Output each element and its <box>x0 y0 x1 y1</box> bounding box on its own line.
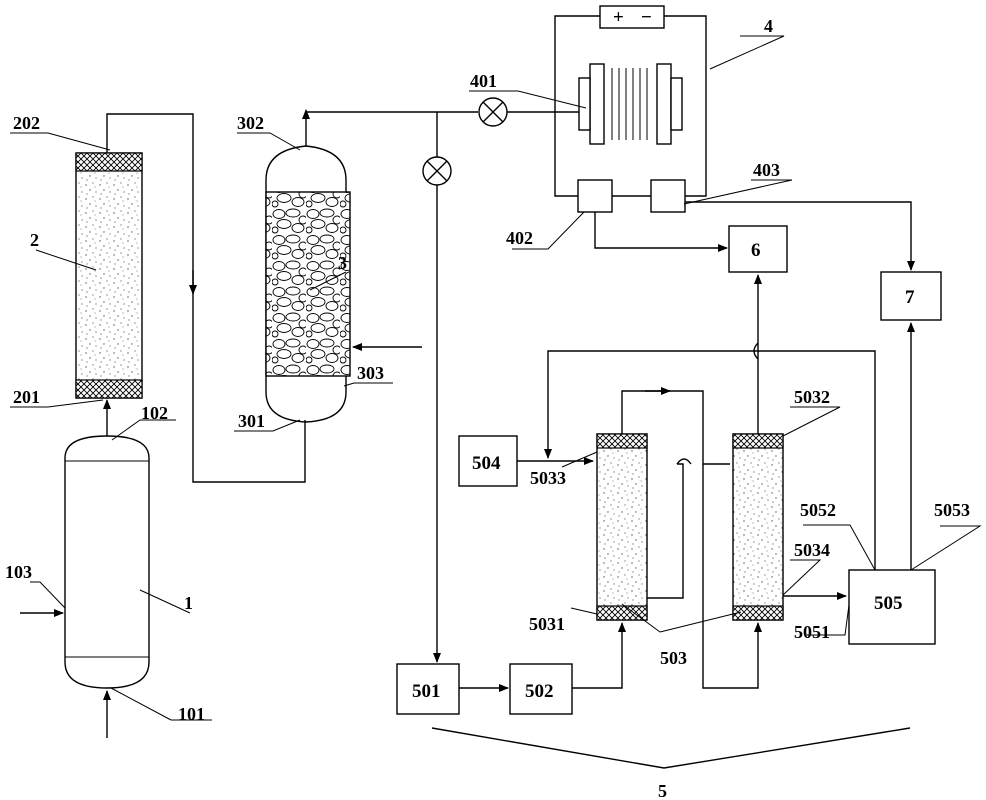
valve-upper[interactable] <box>478 97 508 127</box>
svg-text:−: − <box>641 7 652 28</box>
label-102: 102 <box>141 403 168 423</box>
pipe-403-to-7 <box>685 201 915 271</box>
pipe-top-crossover <box>621 390 730 465</box>
label-4: 4 <box>764 16 773 36</box>
label-5032: 5032 <box>794 387 830 407</box>
valve-lower[interactable] <box>422 156 452 186</box>
label-201: 201 <box>13 387 40 407</box>
label-5051: 5051 <box>794 622 830 642</box>
box-505 <box>848 569 936 645</box>
electrode-stack-401 <box>578 63 683 145</box>
leader-lines <box>10 35 982 721</box>
label-301: 301 <box>238 411 265 431</box>
pipe-bottom-crossover <box>647 463 684 599</box>
pipe-hop <box>676 458 692 465</box>
label-401: 401 <box>470 71 497 91</box>
label-303: 303 <box>357 363 384 383</box>
label-7: 7 <box>905 287 915 308</box>
pipe-502-to-5031 <box>572 622 626 689</box>
label-1: 1 <box>184 593 193 613</box>
column-5032 <box>732 433 784 621</box>
label-5031: 5031 <box>529 614 565 634</box>
box-402 <box>577 179 613 213</box>
label-505: 505 <box>874 593 903 614</box>
label-3: 3 <box>338 253 347 273</box>
label-504: 504 <box>472 453 501 474</box>
pipe-2-to-3 <box>106 113 306 483</box>
label-5: 5 <box>658 781 667 800</box>
vessel-1 <box>64 435 150 689</box>
label-101: 101 <box>178 704 205 724</box>
box-501 <box>396 663 460 715</box>
svg-text:+: + <box>613 7 624 28</box>
label-403: 403 <box>753 160 780 180</box>
column-5031 <box>596 433 648 621</box>
label-5052: 5052 <box>800 500 836 520</box>
pipe-into-5032-bottom <box>702 464 762 689</box>
label-202: 202 <box>13 113 40 133</box>
reactor-3 <box>265 145 351 423</box>
label-503: 503 <box>660 648 687 668</box>
label-502: 502 <box>525 681 554 702</box>
label-302: 302 <box>237 113 264 133</box>
pipe-402-to-6 <box>594 212 728 252</box>
box-7 <box>880 271 942 321</box>
label-6: 6 <box>751 240 761 261</box>
label-103: 103 <box>5 562 32 582</box>
label-5033: 5033 <box>530 468 566 488</box>
label-402: 402 <box>506 228 533 248</box>
battery: + − <box>599 5 665 29</box>
box-6 <box>728 225 788 273</box>
box-403 <box>650 179 686 213</box>
pipe-recycle <box>544 350 876 570</box>
label-2: 2 <box>30 230 39 250</box>
fuel-cell-4 <box>554 15 707 197</box>
label-5034: 5034 <box>794 540 830 560</box>
column-2 <box>75 152 143 399</box>
brace-5 <box>431 727 911 769</box>
box-504 <box>458 435 518 487</box>
box-502 <box>509 663 573 715</box>
label-501: 501 <box>412 681 441 702</box>
label-5053: 5053 <box>934 500 970 520</box>
